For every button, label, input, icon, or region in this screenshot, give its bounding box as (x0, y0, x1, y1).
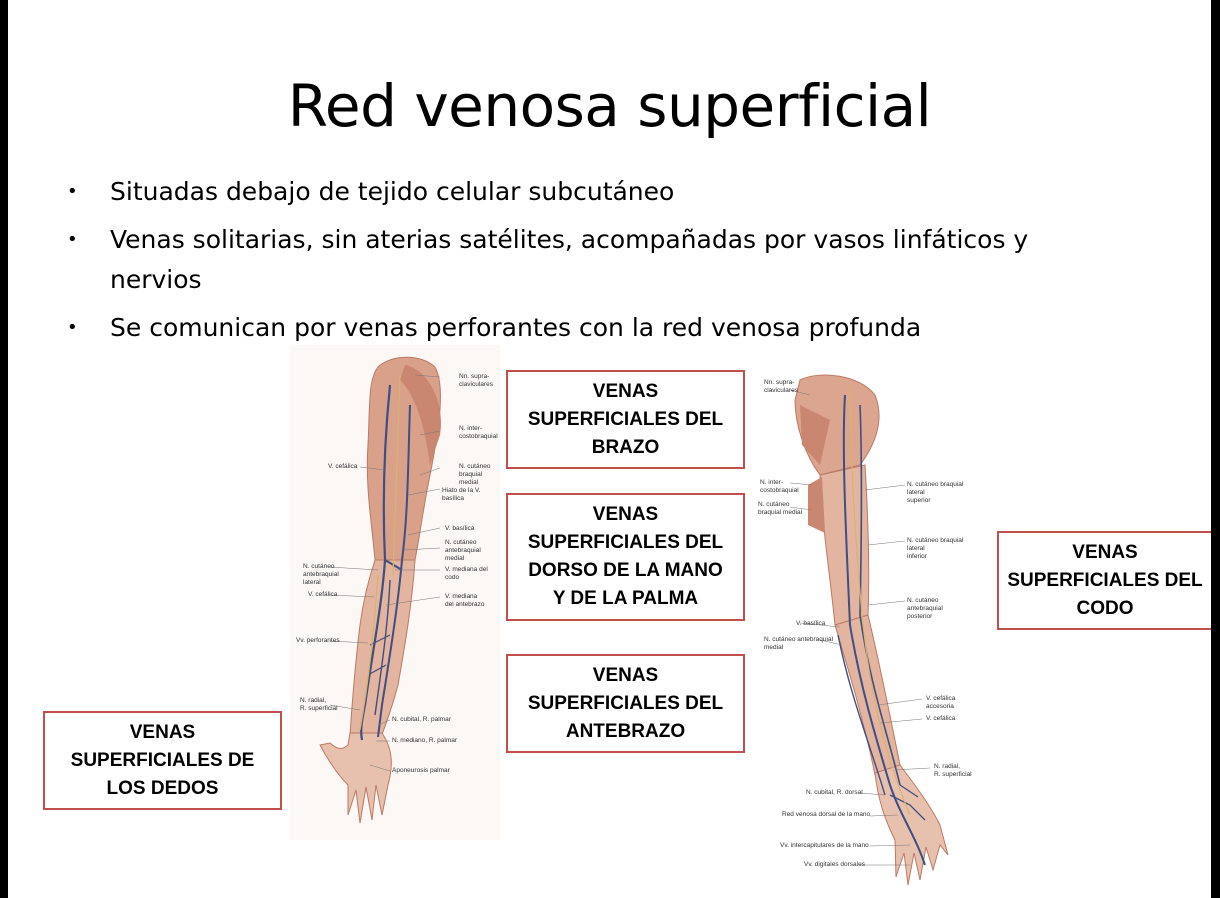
left-arm-illustration: Nn. supra- claviculares N. inter- costob… (290, 345, 500, 840)
bullet-dot-icon: • (67, 317, 78, 338)
annotation: V. mediana del codo (445, 566, 488, 581)
bullet-text: Se comunican por venas perforantes con l… (110, 313, 922, 342)
label-venas-codo: VENAS SUPERFICIALES DEL CODO (997, 531, 1211, 630)
bullet-text: Situadas debajo de tejido celular subcut… (110, 177, 675, 206)
annotation: N. cutáneo braquial lateral superior (907, 481, 964, 504)
annotation: V. cefálica (926, 715, 956, 722)
annotation: Aponeurosis palmar (392, 767, 450, 774)
right-arm-drawing (750, 365, 975, 898)
right-arm-illustration: Nn. supra- claviculares N. inter- costob… (750, 365, 975, 898)
annotation: Red venosa dorsal de la mano (782, 811, 871, 818)
annotation: Vv. intercapitulares de la mano (780, 842, 869, 849)
annotation: N. cubital, R. dorsal (806, 789, 863, 796)
bullet-list: • Situadas debajo de tejido celular subc… (60, 172, 1120, 356)
annotation: N. inter- costobraquial (760, 479, 799, 494)
annotation: Vv. perforantes (296, 637, 340, 644)
bullet-item: • Se comunican por venas perforantes con… (60, 308, 1120, 348)
bullet-dot-icon: • (67, 229, 78, 250)
annotation: Nn. supra- claviculares (764, 379, 798, 394)
annotation: N. cutáneo antebraquial medial (764, 636, 834, 651)
annotation: Hiato de la V. basílica (442, 487, 481, 502)
annotation: V. basílica (445, 525, 475, 532)
annotation: N. cutáneo antebraquial lateral (303, 563, 339, 586)
left-arm-drawing (290, 345, 500, 840)
slide: Red venosa superficial • Situadas debajo… (8, 0, 1211, 898)
slide-title: Red venosa superficial (287, 72, 932, 140)
annotation: N. cutáneo antebraquial medial (445, 539, 481, 562)
annotation: V. basílica (796, 620, 826, 627)
bullet-dot-icon: • (67, 181, 78, 202)
label-venas-antebrazo: VENAS SUPERFICIALES DEL ANTEBRAZO (506, 654, 745, 753)
label-venas-dorso-mano: VENAS SUPERFICIALES DEL DORSO DE LA MANO… (506, 493, 745, 621)
annotation: N. cutáneo braquial lateral inferior (907, 537, 964, 560)
annotation: Vv. digitales dorsales (804, 861, 865, 868)
annotation: V. cefálica (308, 591, 338, 598)
annotation: N. cutáneo braquial medial (459, 463, 491, 486)
bullet-item: • Situadas debajo de tejido celular subc… (60, 172, 1120, 212)
annotation: V. cefálica accesoria (926, 695, 956, 710)
annotation: V. cefálica (328, 463, 358, 470)
annotation: N. inter- costobraquial (459, 425, 498, 440)
annotation: V. mediana del antebrazo (445, 593, 485, 608)
bullet-text: Venas solitarias, sin aterias satélites,… (110, 225, 1029, 294)
bullet-item: • Venas solitarias, sin aterias satélite… (60, 220, 1120, 300)
annotation: N. radial, R. superficial (300, 697, 338, 712)
annotation: N. mediano, R. palmar (392, 737, 458, 744)
label-venas-brazo: VENAS SUPERFICIALES DEL BRAZO (506, 370, 745, 469)
label-venas-dedos: VENAS SUPERFICIALES DE LOS DEDOS (43, 711, 282, 810)
annotation: N. cubital, R. palmar (392, 716, 451, 723)
annotation: N. cutáneo braquial medial (758, 501, 803, 516)
annotation: Nn. supra- claviculares (459, 373, 493, 388)
annotation: N. cutáneo antebraquial posterior (907, 597, 943, 620)
annotation: N. radial, R. superficial (934, 763, 972, 778)
